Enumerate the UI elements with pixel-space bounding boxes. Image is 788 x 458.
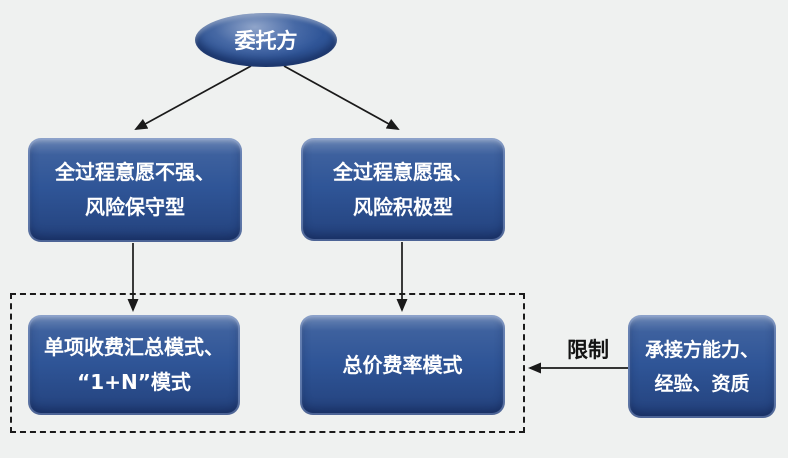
node-conservative-line1: 全过程意愿不强、: [55, 160, 215, 184]
node-active-line2: 风险积极型: [353, 194, 453, 219]
node-conservative-line2: 风险保守型: [85, 195, 185, 219]
node-itemized-fee-mode: 单项收费汇总模式、 “1+N”模式: [28, 315, 240, 415]
node-active-type: 全过程意愿强、 风险积极型: [301, 138, 505, 241]
arrow-client-to-active: [283, 65, 400, 130]
fee-mode-group-frame: [10, 293, 525, 433]
node-contractor-line1: 承接方能力、: [644, 338, 759, 361]
node-client-label: 委托方: [234, 29, 298, 53]
node-active-line1: 全过程意愿强、: [333, 159, 473, 184]
node-contractor-line2: 经验、资质: [654, 372, 750, 395]
node-contractor-capability: 承接方能力、 经验、资质: [628, 315, 776, 418]
node-conservative-type: 全过程意愿不强、 风险保守型: [28, 138, 242, 242]
node-lumpsum-line1: 总价费率模式: [342, 352, 463, 377]
node-client: 委托方: [195, 13, 337, 67]
node-itemized-line1: 单项收费汇总模式、: [44, 335, 224, 359]
arrow-client-to-conservative: [134, 65, 252, 130]
constraint-arrow-label: 限制: [567, 338, 609, 362]
node-lumpsum-fee-mode: 总价费率模式: [300, 315, 505, 415]
node-itemized-line2: “1+N”模式: [77, 370, 191, 394]
